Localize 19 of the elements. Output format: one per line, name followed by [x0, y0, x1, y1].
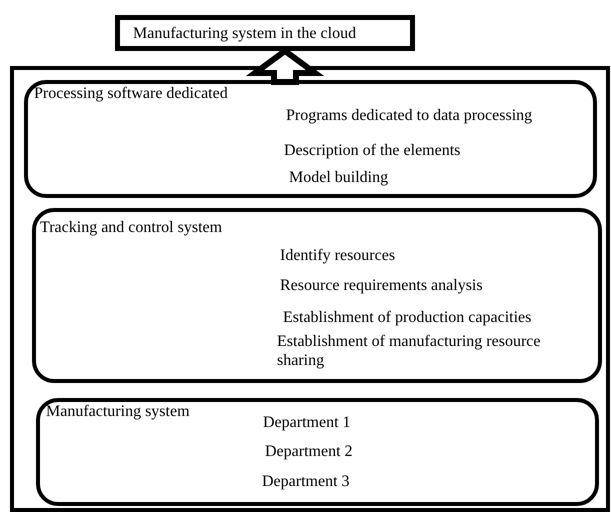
heading: Processing software dedicated	[34, 84, 228, 103]
item-text: Department 3	[262, 472, 350, 491]
item-text: Resource requirements analysis	[280, 276, 483, 295]
item-text: Model building	[289, 168, 388, 187]
item-text: Identify resources	[280, 246, 396, 265]
heading: Manufacturing system in the cloud	[133, 24, 356, 43]
item-text: Department 2	[265, 442, 353, 461]
item-text: Establishment of manufacturing resource sharing	[277, 332, 542, 370]
item-text: Department 1	[263, 413, 351, 432]
rounded-box	[36, 398, 599, 506]
item-text: Programs dedicated to data processing	[286, 106, 532, 125]
item-text: Establishment of production capacities	[283, 308, 532, 327]
heading: Manufacturing system	[46, 402, 190, 421]
rounded-box	[24, 80, 597, 198]
rounded-box	[32, 208, 602, 383]
item-text: Description of the elements	[284, 141, 460, 160]
outer-frame	[10, 66, 610, 512]
title-box	[115, 15, 415, 51]
heading: Tracking and control system	[40, 218, 222, 237]
